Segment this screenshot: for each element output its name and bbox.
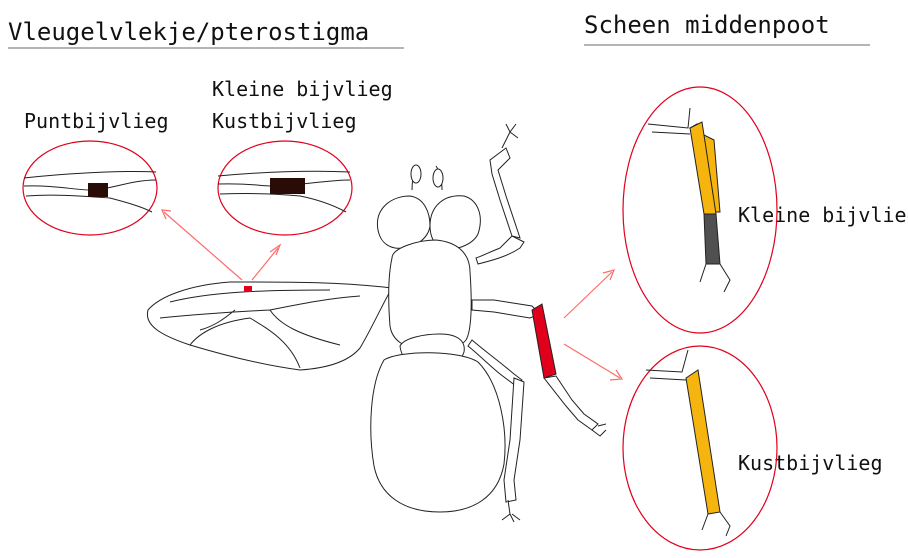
tibia-dark-tip (704, 214, 720, 264)
tibia-inset-kustbijvlieg (623, 346, 777, 550)
tibia-yellow-kust (686, 370, 720, 514)
wing-inset-kleine-kust (218, 141, 352, 235)
fly-illustration (147, 124, 606, 522)
wing-callout-arrows (162, 210, 280, 280)
fly-abdomen (371, 353, 505, 512)
label-kleine-bijvlieg: Kleine bijvlieg (212, 77, 393, 101)
fly-wing (147, 282, 392, 370)
label-kustbijvlieg: Kustbijvlieg (212, 109, 357, 133)
label-leg-kustbijvlieg: Kustbijvlieg (738, 451, 883, 475)
fly-middle-tibia-highlight (532, 304, 556, 378)
label-leg-kleine-bijvlieg: Kleine bijvlieg (738, 203, 908, 227)
fly-head (377, 196, 430, 248)
fly-middle-leg (472, 300, 540, 318)
fly-front-leg (476, 236, 524, 264)
wing-inset-puntbijvlieg (23, 141, 157, 235)
pterostigma-punt (88, 183, 108, 197)
leg-callout-arrows (564, 270, 622, 380)
wing-pterostigma-marker (244, 286, 252, 292)
pterostigma-kleine-kust (270, 178, 305, 194)
label-puntbijvlieg: Puntbijvlieg (24, 109, 169, 133)
heading-tibia: Scheen middenpoot (584, 11, 830, 39)
heading-pterostigma: Vleugelvlekje/pterostigma (8, 18, 369, 46)
